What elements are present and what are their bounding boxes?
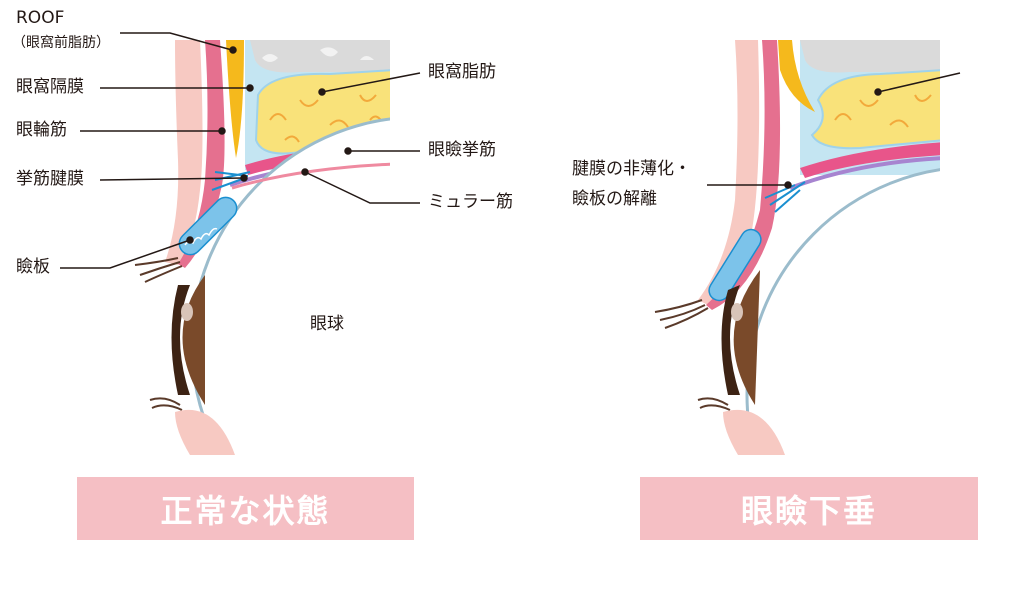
label-orbital-fat: 眼窩脂肪 bbox=[428, 62, 496, 82]
iris bbox=[733, 270, 760, 405]
roof-fat bbox=[226, 40, 244, 158]
orbital-fat bbox=[810, 69, 940, 150]
label-roof: ROOF bbox=[16, 8, 65, 28]
leader-lines-left bbox=[60, 32, 421, 269]
pupil bbox=[171, 285, 190, 395]
lower-eyelashes bbox=[697, 397, 731, 411]
muller-muscle bbox=[789, 156, 940, 190]
label-orbital-septum: 眼窩隔膜 bbox=[16, 77, 84, 97]
lower-eyelid bbox=[723, 409, 785, 455]
label-muller: ミュラー筋 bbox=[428, 192, 513, 212]
ptosis-eyelid-illustration bbox=[654, 40, 940, 455]
levator-muscle bbox=[800, 142, 940, 178]
eye-highlight bbox=[731, 303, 743, 321]
fat-texture bbox=[834, 94, 932, 128]
leader-lines-right bbox=[707, 72, 961, 189]
orbital-bone bbox=[250, 40, 390, 73]
label-tarsus: 瞼板 bbox=[16, 257, 50, 277]
lower-eyelid bbox=[175, 409, 235, 455]
upper-eyelashes bbox=[654, 299, 709, 329]
eyeball bbox=[745, 168, 940, 455]
label-orbicularis: 眼輪筋 bbox=[16, 120, 67, 140]
caption-normal: 正常な状態 bbox=[77, 477, 414, 540]
bone-texture bbox=[262, 47, 374, 62]
label-eyeball: 眼球 bbox=[310, 314, 344, 334]
label-ptosis-line1: 腱膜の非薄化・ bbox=[572, 159, 691, 179]
label-ptosis-line2: 瞼板の解離 bbox=[572, 189, 657, 209]
skin-layer bbox=[165, 40, 203, 265]
label-levator: 眼瞼挙筋 bbox=[428, 140, 496, 160]
lower-eyelashes bbox=[149, 397, 183, 411]
eye-highlight bbox=[181, 303, 193, 321]
orbital-bone bbox=[800, 40, 940, 73]
orbicularis-muscle bbox=[706, 40, 781, 310]
pupil bbox=[721, 285, 740, 395]
roof-fat bbox=[778, 40, 815, 112]
upper-eyelashes bbox=[134, 257, 183, 283]
fat-texture bbox=[269, 94, 383, 143]
label-roof-sub: （眼窩前脂肪） bbox=[12, 35, 110, 51]
label-aponeurosis: 挙筋腱膜 bbox=[16, 169, 84, 189]
caption-ptosis: 眼瞼下垂 bbox=[640, 477, 978, 540]
tarsus bbox=[708, 228, 762, 302]
